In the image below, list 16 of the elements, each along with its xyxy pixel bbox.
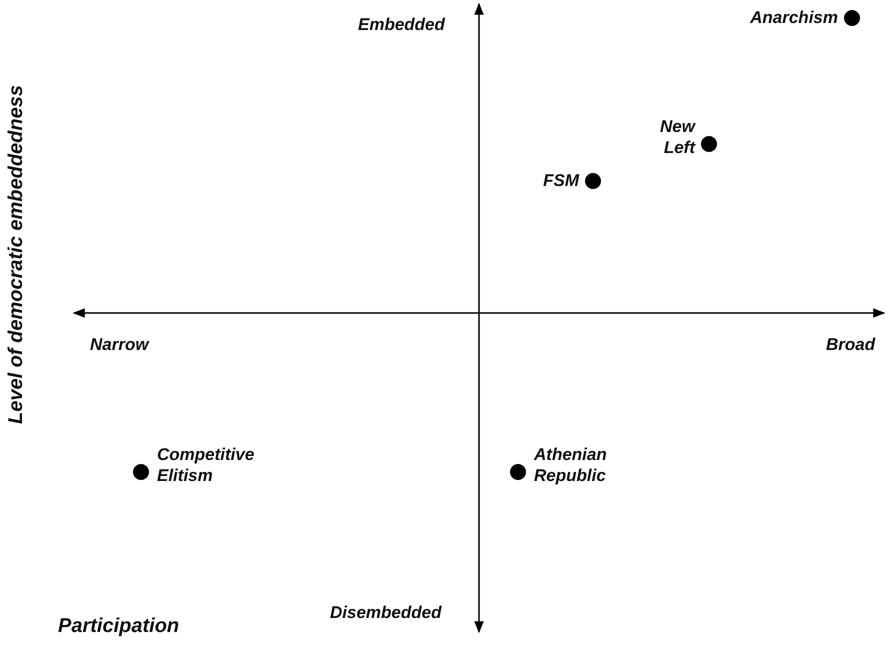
point-label: Anarchism [750, 7, 838, 28]
point-label: New Left [659, 116, 695, 158]
axis-title: Participation [58, 616, 180, 637]
data-point [585, 173, 601, 189]
data-point [510, 464, 526, 480]
data-point [701, 136, 717, 152]
point-label: Competitive Elitism [157, 444, 256, 486]
axis-label: Broad [826, 334, 876, 355]
data-point [133, 464, 149, 480]
point-label: FSM [543, 170, 579, 191]
point-label: Athenian Republic [534, 444, 608, 486]
axis-label: Disembedded [330, 602, 442, 623]
axis-title: Level of democratic embeddedness [4, 85, 28, 424]
axis-label: Narrow [90, 334, 149, 355]
axis-label: Embedded [358, 14, 445, 35]
data-point [844, 10, 860, 26]
